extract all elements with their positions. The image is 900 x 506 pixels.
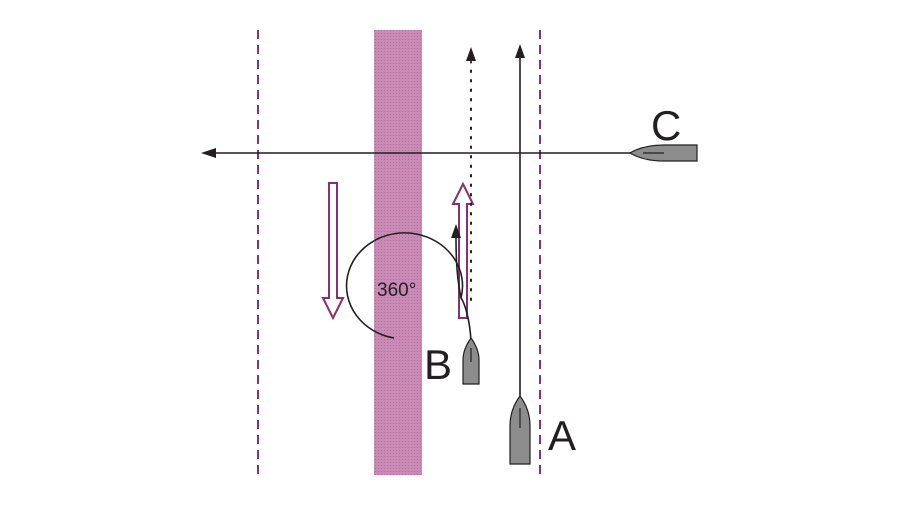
vessel-b-turn-path <box>345 232 472 343</box>
vessel-b-turn-path-arrowhead <box>451 224 461 238</box>
lane-separation-band <box>374 30 422 475</box>
vessel-a <box>509 394 531 465</box>
vessel-b-label: B <box>424 341 452 388</box>
traffic-direction-arrow-down <box>321 182 345 321</box>
vessel-b-dotted-track-arrowhead <box>466 47 476 61</box>
vessel-a-label: A <box>548 412 576 459</box>
traffic-direction-arrow-up <box>451 181 475 319</box>
turn-angle-label: 360° <box>377 280 416 301</box>
vessel-c-track-arrowhead <box>201 148 216 158</box>
vessel-c-label: C <box>651 102 681 149</box>
vessel-a-track-arrowhead <box>515 44 525 58</box>
vessel-c <box>628 144 698 162</box>
vessel-b <box>462 336 480 385</box>
